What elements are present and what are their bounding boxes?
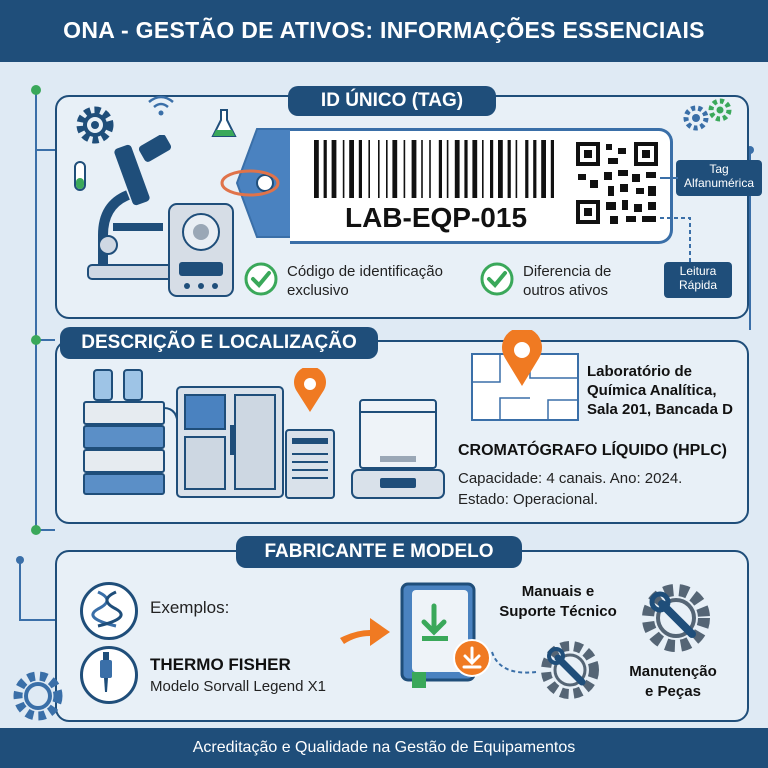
side-label-line: Leitura (679, 264, 717, 278)
location-pin-icon (502, 330, 542, 386)
gears-icon (683, 98, 732, 131)
check-text-line: Diferencia de (523, 263, 612, 280)
download-icon (453, 639, 491, 677)
details-line: Capacidade: 4 canais. Ano: 2024. (458, 470, 683, 487)
quick-read-label: Leitura Rápida (664, 262, 732, 298)
examples-label: Exemplos: (150, 598, 230, 617)
dna-icon-circle (80, 582, 138, 640)
equipment-name: CROMATÓGRAFO LÍQUIDO (HPLC) (458, 442, 728, 459)
model-name: Modelo Sorvall Legend X1 (150, 678, 326, 695)
location-text: Laboratório de Química Analítica, Sala 2… (587, 362, 733, 419)
maker-name: THERMO FISHER (150, 655, 291, 674)
location-line: Laboratório de (587, 363, 693, 380)
maintenance-text: Manutenção e Peças (608, 662, 738, 702)
maintenance-line: Manutenção (629, 663, 717, 680)
centrifuge-icon (168, 203, 234, 297)
analytical-balance-icon (351, 399, 445, 499)
maintenance-line: e Peças (645, 683, 701, 700)
details-line: Estado: Operacional. (458, 491, 599, 508)
equipment-details: Capacidade: 4 canais. Ano: 2024. Estado:… (458, 468, 682, 510)
side-label-line: Alfanumérica (683, 176, 755, 190)
header-bar (0, 0, 768, 62)
qr-code-icon (574, 140, 660, 226)
maker-section-title: FABRICANTE E MODELO (236, 536, 522, 568)
connector-line (491, 651, 537, 674)
gear-icon (76, 106, 114, 144)
location-line: Sala 201, Bancada D (587, 401, 733, 418)
dna-icon (91, 590, 123, 628)
manuals-text: Manuais e Suporte Técnico (488, 582, 628, 622)
tag-string (220, 169, 280, 197)
server-unit-icon (285, 429, 335, 499)
flask-icon (211, 109, 237, 137)
side-label-line: Tag (709, 162, 729, 176)
connector-lines (660, 177, 691, 262)
description-section-title: DESCRIÇÃO E LOCALIZAÇÃO (60, 327, 378, 359)
pipette-icon (100, 652, 112, 692)
location-pin-icon (294, 368, 326, 412)
gear-wrench-icon (541, 641, 599, 699)
gear-icon (13, 671, 63, 721)
footer-text: Acreditação e Qualidade na Gestão de Equ… (192, 739, 576, 756)
manuals-line: Manuais e (521, 583, 595, 600)
wifi-icon (148, 95, 174, 116)
tag-alphanumeric-label: Tag Alfanumérica (676, 160, 762, 196)
id-section-title: ID ÚNICO (TAG) (288, 86, 496, 116)
check-text-line: outros ativos (523, 282, 609, 299)
microscope-icon (87, 135, 179, 280)
location-line: Química Analítica, (587, 382, 717, 399)
gear-wrench-icon (642, 584, 710, 652)
footer-bar (0, 728, 768, 768)
check-text-differentiates: Diferencia de outros ativos (523, 262, 611, 300)
lab-cabinet-icon (176, 386, 284, 498)
tag-code: LAB-EQP-015 (344, 202, 528, 233)
check-icon (244, 262, 278, 296)
arrow-right-icon (340, 618, 390, 646)
check-icon (480, 262, 514, 296)
side-label-line: Rápida (678, 278, 718, 292)
barcode-icon (314, 140, 554, 198)
hplc-stack-icon (83, 369, 179, 495)
check-text-unique-id: Código de identificação exclusivo (287, 262, 443, 300)
check-text-line: Código de identificação (287, 263, 443, 280)
manuals-line: Suporte Técnico (499, 603, 617, 620)
test-tube-icon (74, 161, 86, 191)
page-title: ONA - GESTÃO DE ATIVOS: INFORMAÇÕES ESSE… (63, 17, 705, 43)
check-text-line: exclusivo (287, 282, 349, 299)
